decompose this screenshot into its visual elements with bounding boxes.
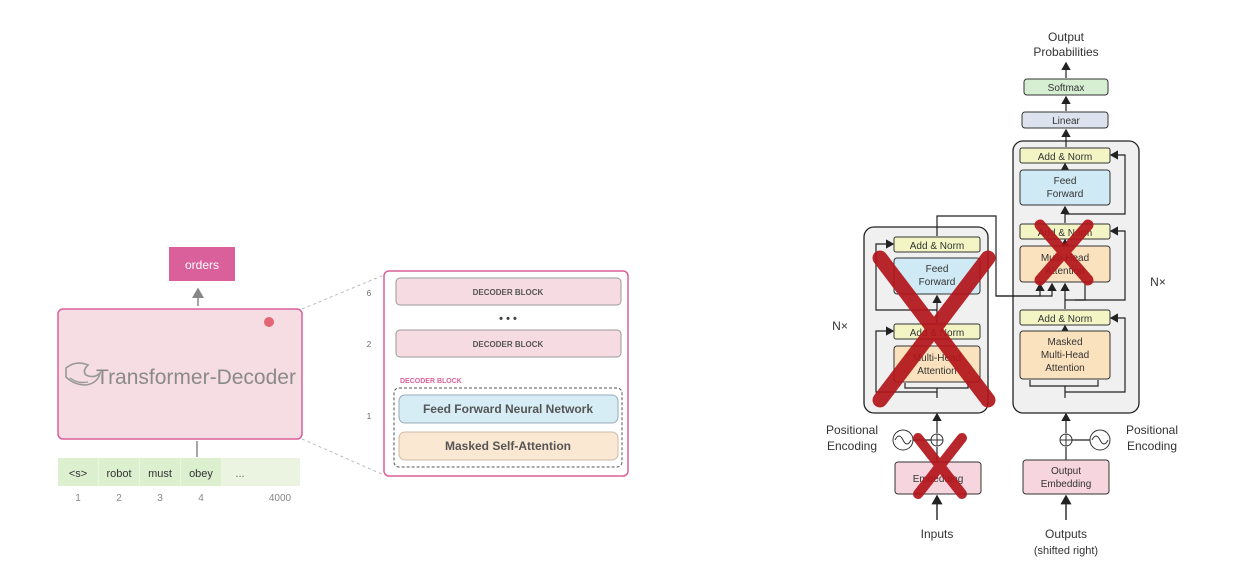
token-cell [58, 458, 98, 486]
outputs-line2: (shifted right) [1034, 545, 1098, 557]
enc-pos-line1: Positional [826, 423, 878, 437]
position-4: 4 [198, 493, 204, 504]
dec-addnorm-bot-label: Add & Norm [1038, 314, 1092, 325]
cursor-dot [264, 317, 274, 327]
softmax-label: Softmax [1048, 83, 1085, 94]
sine-wave-path [894, 435, 912, 445]
output-probabilities-line1: Output [1048, 30, 1085, 44]
stack-ellipsis: • • • [499, 313, 517, 325]
stack-index-detail: 1 [367, 412, 372, 421]
output-token-box [169, 247, 235, 281]
position-1: 1 [75, 493, 81, 504]
ffn-box [398, 394, 619, 424]
enc-addnorm-top-label: Add & Norm [910, 241, 964, 252]
zoom-line [301, 274, 385, 310]
token-cell [181, 458, 221, 486]
output-embedding-line1: Output [1051, 466, 1081, 477]
dec-pos-line1: Positional [1126, 423, 1178, 437]
dec-residual-2 [1065, 226, 1126, 301]
dec-residual-3 [1065, 150, 1126, 215]
dec-addnorm-mid-label: Add & Norm [1038, 228, 1092, 239]
detail-block-title: DECODER BLOCK [400, 378, 462, 385]
linear-label: Linear [1052, 116, 1080, 127]
input-embedding-label: Embedding [913, 474, 964, 485]
enc-residual-2 [875, 239, 937, 311]
encoder-nx: N× [832, 319, 848, 333]
token-1: robot [106, 468, 131, 480]
robot-logo-icon [65, 362, 102, 386]
token-2: must [148, 468, 172, 480]
dec-mha-line2: Attention [1045, 266, 1084, 277]
ffn-label: Feed Forward Neural Network [423, 402, 593, 416]
stack-index-mid: 2 [367, 340, 372, 349]
zoom-line [301, 438, 385, 476]
output-probabilities-line2: Probabilities [1033, 45, 1098, 59]
dec-mmha-line1: Masked [1047, 337, 1082, 348]
linear-box [1021, 111, 1109, 129]
dec-query-link [1075, 284, 1086, 301]
dec-masked-mha [1019, 330, 1111, 380]
decoder-block-top-label: DECODER BLOCK [473, 288, 544, 297]
softmax-box [1023, 78, 1109, 96]
decoder-block-top [395, 277, 622, 306]
enc-mha-line2: Attention [917, 366, 956, 377]
output-embedding-line2: Embedding [1041, 479, 1092, 490]
decoder-block-mid-label: DECODER BLOCK [473, 340, 544, 349]
position-2: 2 [116, 493, 122, 504]
position-4000: 4000 [269, 493, 292, 504]
dec-mmha-line3: Attention [1045, 363, 1084, 374]
model-label: Transformer-Decoder [96, 366, 296, 389]
output-embedding-box [1022, 459, 1110, 495]
dec-feed-forward [1019, 169, 1111, 206]
dec-addnorm-top-label: Add & Norm [1038, 152, 1092, 163]
token-cell [140, 458, 180, 486]
decoder-stack-panel [383, 270, 629, 477]
dec-pos-line2: Encoding [1127, 439, 1177, 453]
output-token-label: orders [185, 258, 219, 272]
position-3: 3 [157, 493, 163, 504]
token-cell [99, 458, 139, 486]
inputs-label: Inputs [921, 527, 954, 541]
detail-block-outline [393, 387, 623, 468]
token-3: obey [189, 468, 213, 480]
embedding-cross-icon [913, 433, 967, 499]
dec-ff-line1: Feed [1054, 176, 1077, 187]
token-0: <s> [69, 468, 87, 480]
sine-wave-path [1091, 435, 1109, 445]
outputs-line1: Outputs [1045, 527, 1087, 541]
enc-pos-line2: Encoding [827, 439, 877, 453]
attention-label: Masked Self-Attention [445, 439, 571, 453]
encoder-cross-icon [872, 250, 996, 408]
attention-box [398, 431, 619, 461]
decoder-nx: N× [1150, 275, 1166, 289]
encoder-to-decoder [936, 215, 1045, 297]
enc-residual-1 [875, 326, 937, 393]
token-4: ... [235, 468, 244, 480]
decoder-block-mid [395, 329, 622, 358]
decoder-attention-cross-icon [1034, 219, 1094, 286]
enc-ff-line1: Feed [926, 264, 949, 275]
enc-mha-line1: Multi-Head [913, 353, 961, 364]
stack-index-top: 6 [367, 289, 372, 298]
add-cross [931, 434, 943, 446]
dec-residual-1 [1065, 313, 1126, 393]
dec-ff-line2: Forward [1047, 189, 1084, 200]
gpt-decoder-diagram: orders Transformer-Decoder <s> robot mus… [57, 247, 629, 504]
dec-mmha-line2: Multi-Head [1041, 350, 1089, 361]
enc-ff-line2: Forward [919, 277, 956, 288]
transformer-decoder-box [57, 308, 303, 440]
add-cross [1060, 434, 1072, 446]
transformer-architecture: Output Probabilities Softmax Linear Add … [826, 30, 1178, 557]
encoder-to-decoder-2 [996, 282, 1057, 297]
